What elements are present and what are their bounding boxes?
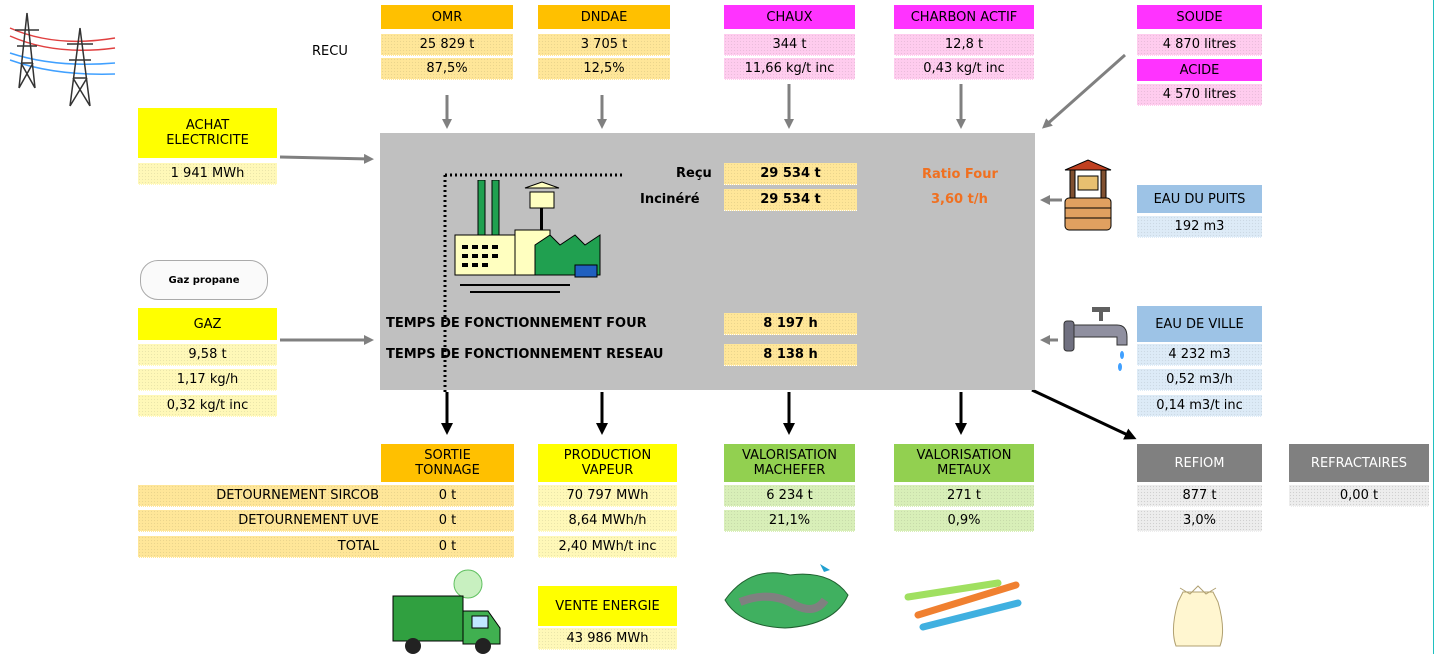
- refiom-header: REFIOM: [1137, 444, 1262, 482]
- metaux-header: VALORISATION METAUX: [894, 444, 1034, 482]
- incinere-value: 29 534 t: [724, 189, 857, 211]
- four-value: 8 197 h: [724, 313, 857, 335]
- vapeur-header: PRODUCTION VAPEUR: [538, 444, 677, 482]
- chaux-qty: 344 t: [724, 34, 855, 56]
- bag-icon: [1172, 585, 1224, 647]
- gaz-v1: 9,58 t: [138, 344, 277, 366]
- refractaires-header: REFRACTAIRES: [1289, 444, 1429, 482]
- sortie-row-value: 0 t: [381, 485, 514, 507]
- recu-center-label: Reçu: [676, 166, 712, 181]
- machefer-title-2: MACHEFER: [753, 463, 826, 478]
- vapeur-v2: 8,64 MWh/h: [538, 510, 677, 532]
- well-icon: [1064, 159, 1112, 231]
- ratio-four-label: Ratio Four: [922, 167, 998, 182]
- vapeur-v3: 2,40 MWh/t inc: [538, 536, 677, 558]
- chaux-header: CHAUX: [724, 5, 855, 29]
- vapeur-v1: 70 797 MWh: [538, 485, 677, 507]
- omr-header: OMR: [381, 5, 513, 29]
- sortie-title-1: SORTIE: [424, 448, 471, 463]
- soude-header: SOUDE: [1137, 5, 1262, 29]
- charbon-qty: 12,8 t: [894, 34, 1034, 56]
- metaux-title-1: VALORISATION: [916, 448, 1012, 463]
- acide-qty: 4 570 litres: [1137, 84, 1262, 106]
- achat-title-1: ACHAT: [185, 118, 230, 133]
- soude-qty: 4 870 litres: [1137, 34, 1262, 56]
- charbon-ratio: 0,43 kg/t inc: [894, 58, 1034, 80]
- gaz-v2: 1,17 kg/h: [138, 369, 277, 391]
- reseau-value: 8 138 h: [724, 344, 857, 366]
- sortie-title-2: TONNAGE: [415, 463, 480, 478]
- power-pylon-icon: [9, 12, 116, 107]
- omr-percent: 87,5%: [381, 58, 513, 80]
- metal-tubes-icon: [904, 579, 1022, 631]
- factory-icon: [454, 180, 601, 293]
- achat-header: ACHAT ELECTRICITE: [138, 108, 277, 158]
- refiom-v1: 877 t: [1137, 485, 1262, 507]
- reseau-label: TEMPS DE FONCTIONNEMENT RESEAU: [386, 347, 664, 362]
- puits-header: EAU DU PUITS: [1137, 185, 1262, 213]
- metaux-title-2: METAUX: [937, 463, 991, 478]
- machefer-header: VALORISATION MACHEFER: [724, 444, 855, 482]
- ville-v3: 0,14 m3/t inc: [1137, 395, 1262, 417]
- sortie-row-label: DETOURNEMENT SIRCOB: [138, 485, 381, 507]
- metaux-v1: 271 t: [894, 485, 1034, 507]
- achat-value: 1 941 MWh: [138, 163, 277, 185]
- faucet-icon: [1063, 307, 1128, 371]
- right-border: [1433, 0, 1434, 654]
- sortie-row-label: DETOURNEMENT UVE: [138, 510, 381, 532]
- recu-label: RECU: [312, 44, 348, 59]
- sortie-row-label: TOTAL: [138, 536, 381, 558]
- acide-header: ACIDE: [1137, 59, 1262, 81]
- dndae-header: DNDAE: [538, 5, 670, 29]
- omr-tonnage: 25 829 t: [381, 34, 513, 56]
- dotted-path: [443, 173, 625, 395]
- gaz-header: GAZ: [138, 308, 277, 340]
- machefer-v2: 21,1%: [724, 510, 855, 532]
- dndae-tonnage: 3 705 t: [538, 34, 670, 56]
- vapeur-title-2: VAPEUR: [581, 463, 634, 478]
- slag-icon: [724, 564, 849, 629]
- gas-tank-icon: Gaz propane: [140, 260, 268, 300]
- vente-value: 43 986 MWh: [538, 628, 677, 650]
- garbage-truck-icon: [392, 569, 501, 654]
- metaux-v2: 0,9%: [894, 510, 1034, 532]
- sortie-header: SORTIE TONNAGE: [381, 444, 514, 482]
- charbon-header: CHARBON ACTIF: [894, 5, 1034, 29]
- ratio-four-value: 3,60 t/h: [931, 192, 988, 207]
- incinere-label: Incinéré: [640, 192, 700, 207]
- puits-value: 192 m3: [1137, 216, 1262, 238]
- vente-header: VENTE ENERGIE: [538, 586, 677, 626]
- dndae-percent: 12,5%: [538, 58, 670, 80]
- gaz-v3: 0,32 kg/t inc: [138, 395, 277, 417]
- sortie-row-value: 0 t: [381, 536, 514, 558]
- ville-header: EAU DE VILLE: [1137, 306, 1262, 342]
- machefer-title-1: VALORISATION: [742, 448, 837, 463]
- chaux-ratio: 11,66 kg/t inc: [724, 58, 855, 80]
- ville-v1: 4 232 m3: [1137, 344, 1262, 366]
- machefer-v1: 6 234 t: [724, 485, 855, 507]
- sortie-row-value: 0 t: [381, 510, 514, 532]
- four-label: TEMPS DE FONCTIONNEMENT FOUR: [386, 316, 647, 331]
- refractaires-v1: 0,00 t: [1289, 485, 1429, 507]
- ville-v2: 0,52 m3/h: [1137, 369, 1262, 391]
- gas-tank-label: Gaz propane: [168, 274, 240, 286]
- achat-title-2: ELECTRICITE: [166, 133, 249, 148]
- recu-center-value: 29 534 t: [724, 163, 857, 185]
- vapeur-title-1: PRODUCTION: [563, 448, 652, 463]
- refiom-v2: 3,0%: [1137, 510, 1262, 532]
